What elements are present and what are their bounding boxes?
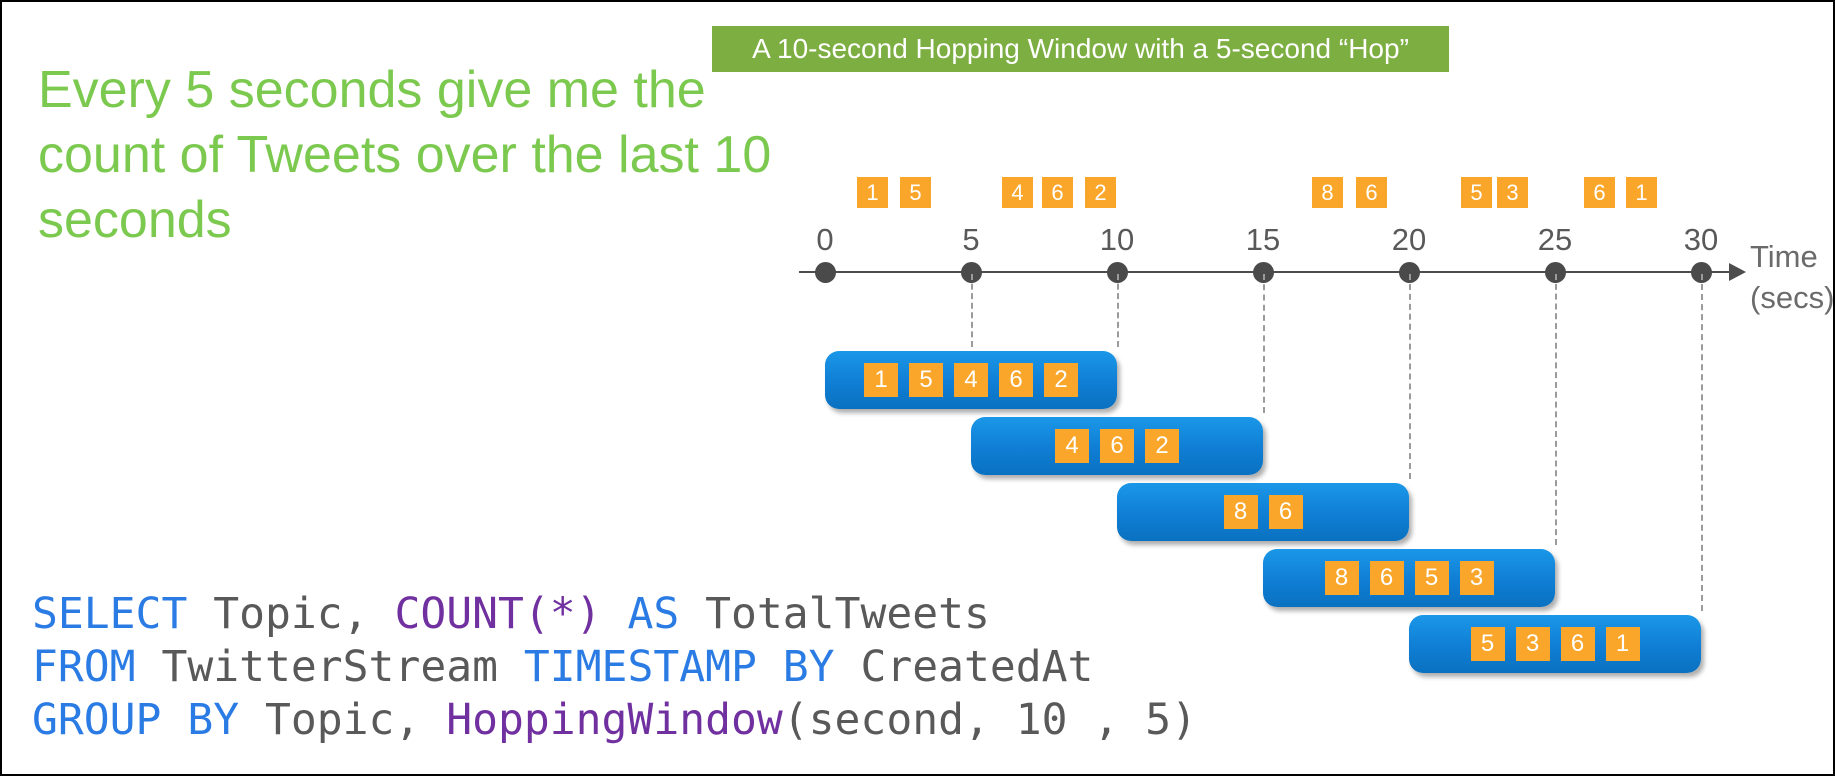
dash-line <box>1701 274 1703 611</box>
event-box: 3 <box>1515 627 1550 661</box>
sql-token-function: COUNT(*) <box>394 589 602 639</box>
sql-token-plain <box>602 589 628 639</box>
event-box: 4 <box>954 363 988 397</box>
event-box: 5 <box>909 363 943 397</box>
event-box: 6 <box>1356 177 1387 208</box>
tick-label: 10 <box>1099 222 1135 257</box>
event-box: 1 <box>1626 177 1657 208</box>
title-banner: A 10-second Hopping Window with a 5-seco… <box>712 26 1449 72</box>
timeline-arrow-icon <box>1729 263 1746 281</box>
sql-line: FROM TwitterStream TIMESTAMP BY CreatedA… <box>32 641 1197 694</box>
dash-line <box>971 274 973 347</box>
event-box: 8 <box>1312 177 1343 208</box>
headline-text: Every 5 seconds give me the count of Twe… <box>38 58 771 253</box>
sql-token-keyword: AS <box>627 589 680 639</box>
tick-dot <box>1253 262 1274 283</box>
sql-token-keyword: SELECT <box>32 589 188 639</box>
event-box: 6 <box>1584 177 1615 208</box>
event-box: 6 <box>1369 561 1404 595</box>
tick-label: 0 <box>816 222 834 257</box>
event-box: 5 <box>900 177 931 208</box>
event-box: 3 <box>1459 561 1494 595</box>
axis-unit-label-line1: Time <box>1750 239 1818 274</box>
sql-token-plain: TwitterStream <box>135 642 524 692</box>
sql-token-plain: Topic, <box>187 589 395 639</box>
sql-line: SELECT Topic, COUNT(*) AS TotalTweets <box>32 588 1197 641</box>
axis-unit-label: Time (secs) <box>1750 236 1835 318</box>
tick-dot <box>961 262 982 283</box>
event-box: 6 <box>1560 627 1595 661</box>
tick-label: 15 <box>1245 222 1281 257</box>
event-box: 6 <box>999 363 1033 397</box>
headline-line-2: count of Tweets over the last 10 <box>38 126 772 184</box>
event-box: 1 <box>857 177 888 208</box>
event-box: 5 <box>1414 561 1449 595</box>
event-box: 6 <box>1100 429 1134 463</box>
tick-label: 25 <box>1537 222 1573 257</box>
tick-dot <box>1107 262 1128 283</box>
sql-token-plain: TotalTweets <box>679 589 990 639</box>
event-box: 2 <box>1044 363 1078 397</box>
tick-dot <box>1399 262 1420 283</box>
headline-line-3: seconds <box>38 191 232 249</box>
axis-unit-label-line2: (secs) <box>1750 280 1835 315</box>
dash-line <box>1117 274 1119 347</box>
tick-dot <box>1691 262 1712 283</box>
event-box: 6 <box>1042 177 1073 208</box>
sql-line: GROUP BY Topic, HoppingWindow(second, 10… <box>32 694 1197 747</box>
tick-dot <box>815 262 836 283</box>
sql-token-plain: Topic, <box>239 695 447 745</box>
tick-dot <box>1545 262 1566 283</box>
tick-label: 20 <box>1391 222 1427 257</box>
event-box: 8 <box>1223 495 1258 529</box>
event-box: 5 <box>1470 627 1505 661</box>
sql-token-keyword: FROM <box>32 642 136 692</box>
event-box: 2 <box>1145 429 1179 463</box>
sql-token-plain: CreatedAt <box>834 642 1094 692</box>
tick-label: 5 <box>962 222 980 257</box>
event-box: 4 <box>1002 177 1033 208</box>
event-box: 1 <box>864 363 898 397</box>
event-box: 1 <box>1605 627 1640 661</box>
headline-line-1: Every 5 seconds give me the <box>38 61 706 119</box>
dash-line <box>1555 274 1557 545</box>
event-box: 4 <box>1055 429 1089 463</box>
event-box: 2 <box>1085 177 1116 208</box>
dash-line <box>1409 274 1411 479</box>
event-box: 3 <box>1497 177 1528 208</box>
sql-token-function: HoppingWindow <box>446 695 783 745</box>
dash-line <box>1263 274 1265 413</box>
title-banner-label: A 10-second Hopping Window with a 5-seco… <box>752 33 1409 64</box>
event-box: 8 <box>1324 561 1359 595</box>
sql-token-keyword: GROUP BY <box>32 695 240 745</box>
tick-label: 30 <box>1683 222 1719 257</box>
sql-token-plain: (second, 10 , 5) <box>782 695 1197 745</box>
event-box: 6 <box>1268 495 1303 529</box>
sql-token-keyword: TIMESTAMP BY <box>523 642 835 692</box>
event-box: 5 <box>1461 177 1492 208</box>
